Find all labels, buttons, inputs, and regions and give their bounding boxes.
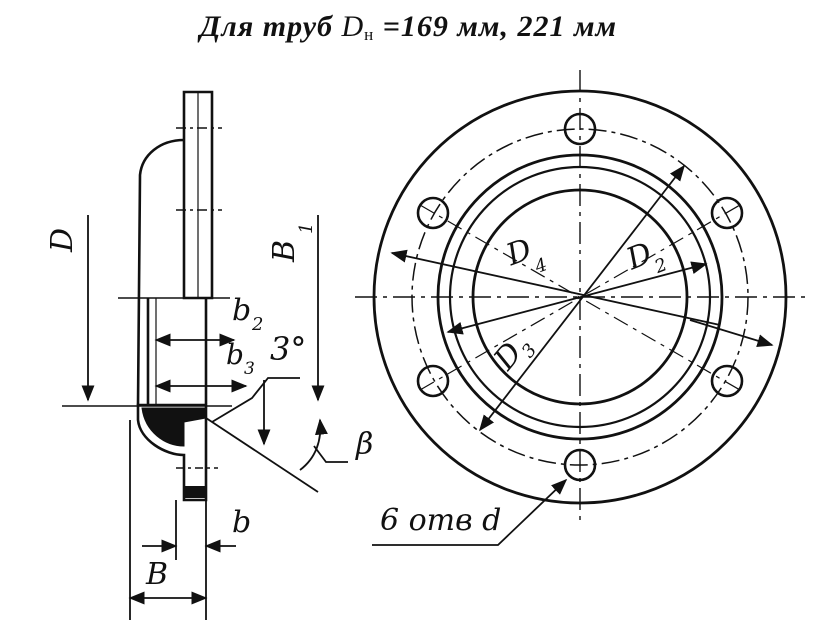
label-b3: b: [226, 338, 244, 371]
section-labels: D B 1 b 2 b 3 3° β b B: [45, 223, 373, 592]
bolt-hole-bottom: [563, 448, 597, 482]
label-b2-sub: 2: [251, 314, 263, 335]
label-beta: β: [355, 427, 373, 462]
flange-neck: [136, 138, 185, 406]
bolt-hole-lower-left: [416, 364, 450, 398]
flange-stub-hatch: [184, 486, 206, 498]
angle-leader: [211, 377, 300, 423]
section-dimensions: [81, 215, 348, 620]
holes-leader: [372, 478, 568, 546]
drawing-title: Для труб Dн =169 мм, 221 мм: [0, 10, 817, 45]
label-b: b: [232, 505, 251, 540]
label-b2: b: [232, 293, 251, 328]
title-suffix: =169 мм, 221 мм: [382, 10, 618, 43]
beta-leader: [313, 445, 348, 463]
label-holes: 6 отв d: [380, 503, 501, 538]
bolt-hole-upper-right: [710, 196, 744, 230]
beta-slope-line: [205, 417, 319, 493]
front-view: [355, 70, 805, 546]
label-D: D: [45, 228, 80, 253]
label-D4: D: [501, 232, 537, 273]
dim-D2-line: [479, 164, 685, 432]
flange-body: [136, 403, 208, 502]
dim-D4-line: [390, 249, 721, 326]
label-b3-sub: 3: [244, 359, 255, 379]
bolt-hole-top: [563, 112, 597, 146]
flange-hatched-section: [141, 407, 207, 447]
bolt-hole-lower-right: [710, 364, 744, 398]
bolt-hole-upper-left: [416, 196, 450, 230]
label-B1: B: [267, 240, 302, 263]
beta-arc: [299, 418, 328, 471]
label-D4-sub: 4: [531, 254, 550, 278]
label-B: B: [145, 557, 168, 592]
dim-D3-line: [446, 261, 708, 335]
label-angle: 3°: [270, 330, 306, 368]
title-prefix: Для труб: [199, 10, 333, 43]
label-B1-sub: 1: [296, 223, 317, 234]
title-symbol: D: [341, 10, 365, 43]
section-view: [62, 90, 232, 502]
title-subscript: н: [364, 25, 375, 44]
front-labels: D 4 D 2 D 3 6 отв d: [380, 232, 670, 538]
